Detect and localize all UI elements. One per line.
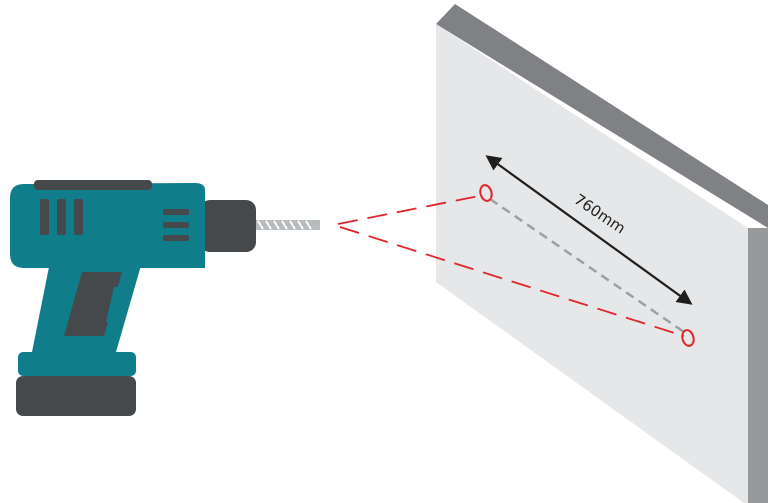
front-grip-line-2 — [163, 222, 189, 228]
front-grip-line-1 — [163, 209, 189, 215]
hole-marker-right — [681, 329, 695, 347]
drill-top-cap — [34, 180, 152, 190]
drill-bit — [252, 220, 320, 230]
battery-pack — [16, 376, 136, 416]
vent-slot-3 — [74, 199, 83, 235]
hole-marker-left — [479, 184, 493, 202]
wall-panel — [436, 4, 768, 503]
laser-line-lower — [339, 226, 685, 337]
vent-slot-2 — [57, 199, 66, 235]
drill-chuck — [200, 200, 256, 252]
wall-side-edge — [748, 228, 768, 503]
laser-line-upper — [337, 194, 485, 225]
dimension-arrow — [485, 155, 693, 305]
drill-trigger — [106, 287, 128, 322]
cordless-drill-icon — [10, 180, 320, 416]
battery-top — [18, 352, 136, 376]
hole-guide-line — [489, 197, 685, 334]
vent-slot-1 — [40, 199, 49, 235]
front-grip-line-3 — [163, 235, 189, 241]
laser-lines — [337, 194, 685, 337]
